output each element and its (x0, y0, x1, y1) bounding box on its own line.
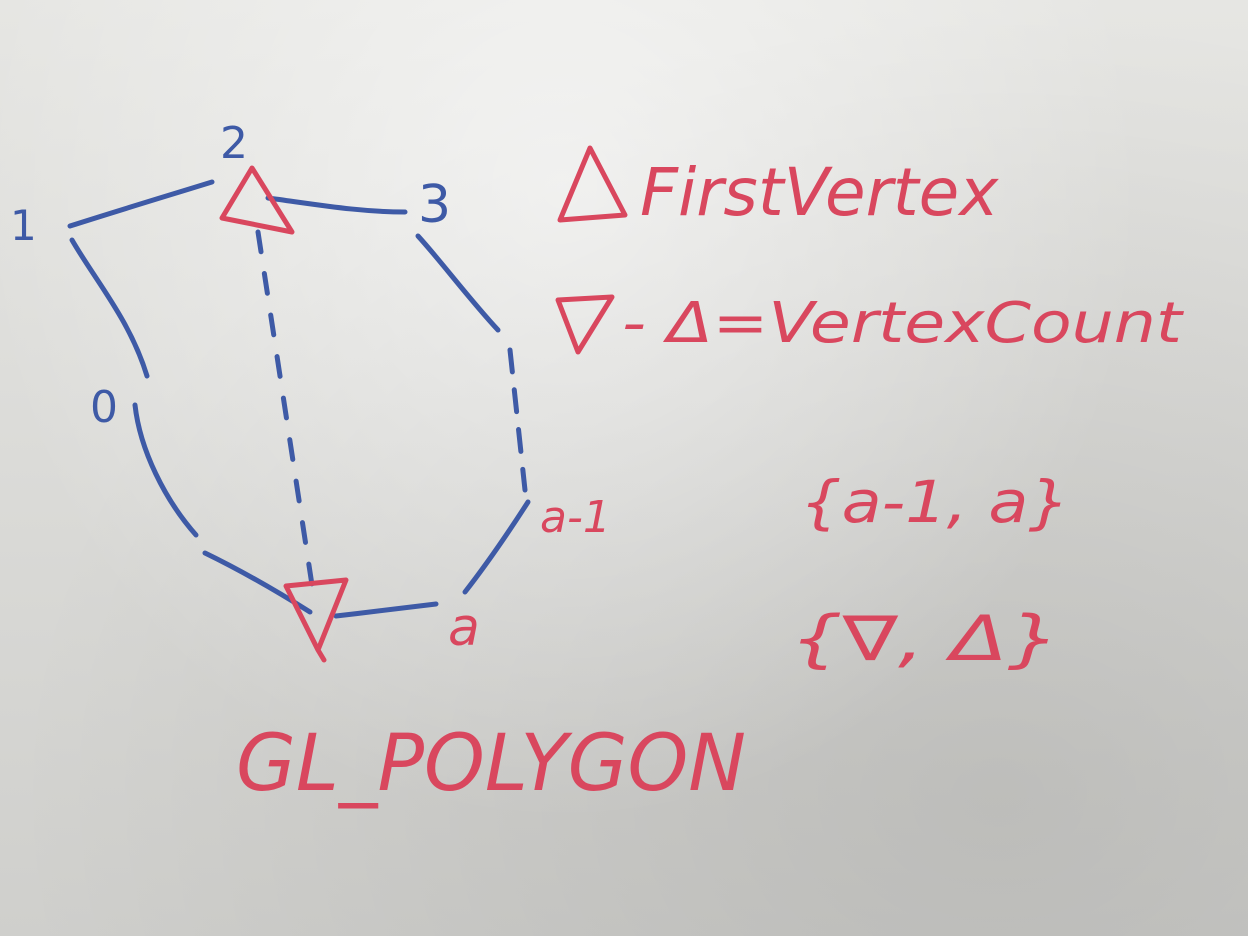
fan-diagonal (255, 229, 315, 588)
edge-0-bottom (202, 550, 313, 615)
set-nabla-delta: {∇, Δ} (790, 602, 1060, 675)
legend-nabla-icon (555, 294, 615, 355)
edge-a-minus-1-a (462, 499, 531, 595)
legend-vertex-count: - Δ=VertexCount (622, 291, 1184, 356)
edge-next-dashed (507, 347, 528, 493)
markers (219, 145, 628, 663)
red-labels: a-1 a FirstVertex - Δ=VertexCount {a-1, … (236, 154, 1184, 809)
vertex-label-1: 1 (10, 201, 37, 250)
vertex-label-a-minus-1: a-1 (540, 492, 611, 543)
title-gl-polygon: GL_POLYGON (236, 719, 746, 809)
vertex-label-2: 2 (220, 118, 248, 169)
vertex-labels: 1 2 3 0 (10, 118, 451, 433)
vertex-label-3: 3 (418, 175, 451, 235)
vertex-label-0: 0 (90, 382, 118, 433)
set-a-minus-1-a: {a-1, a} (800, 468, 1070, 536)
first-vertex-triangle-icon (219, 165, 295, 235)
edge-2-3 (265, 195, 408, 215)
edge-1-0 (69, 237, 150, 379)
vertex-label-a: a (448, 598, 480, 658)
edge-3-next (415, 233, 501, 333)
edge-1-2 (67, 179, 215, 229)
edge-a-bottom (333, 601, 439, 619)
legend-delta-icon (557, 145, 628, 223)
legend-first-vertex: FirstVertex (640, 154, 999, 231)
last-vertex-triangle-icon (283, 577, 349, 663)
edge-0-left (132, 402, 199, 538)
polygon-edges (67, 179, 531, 619)
